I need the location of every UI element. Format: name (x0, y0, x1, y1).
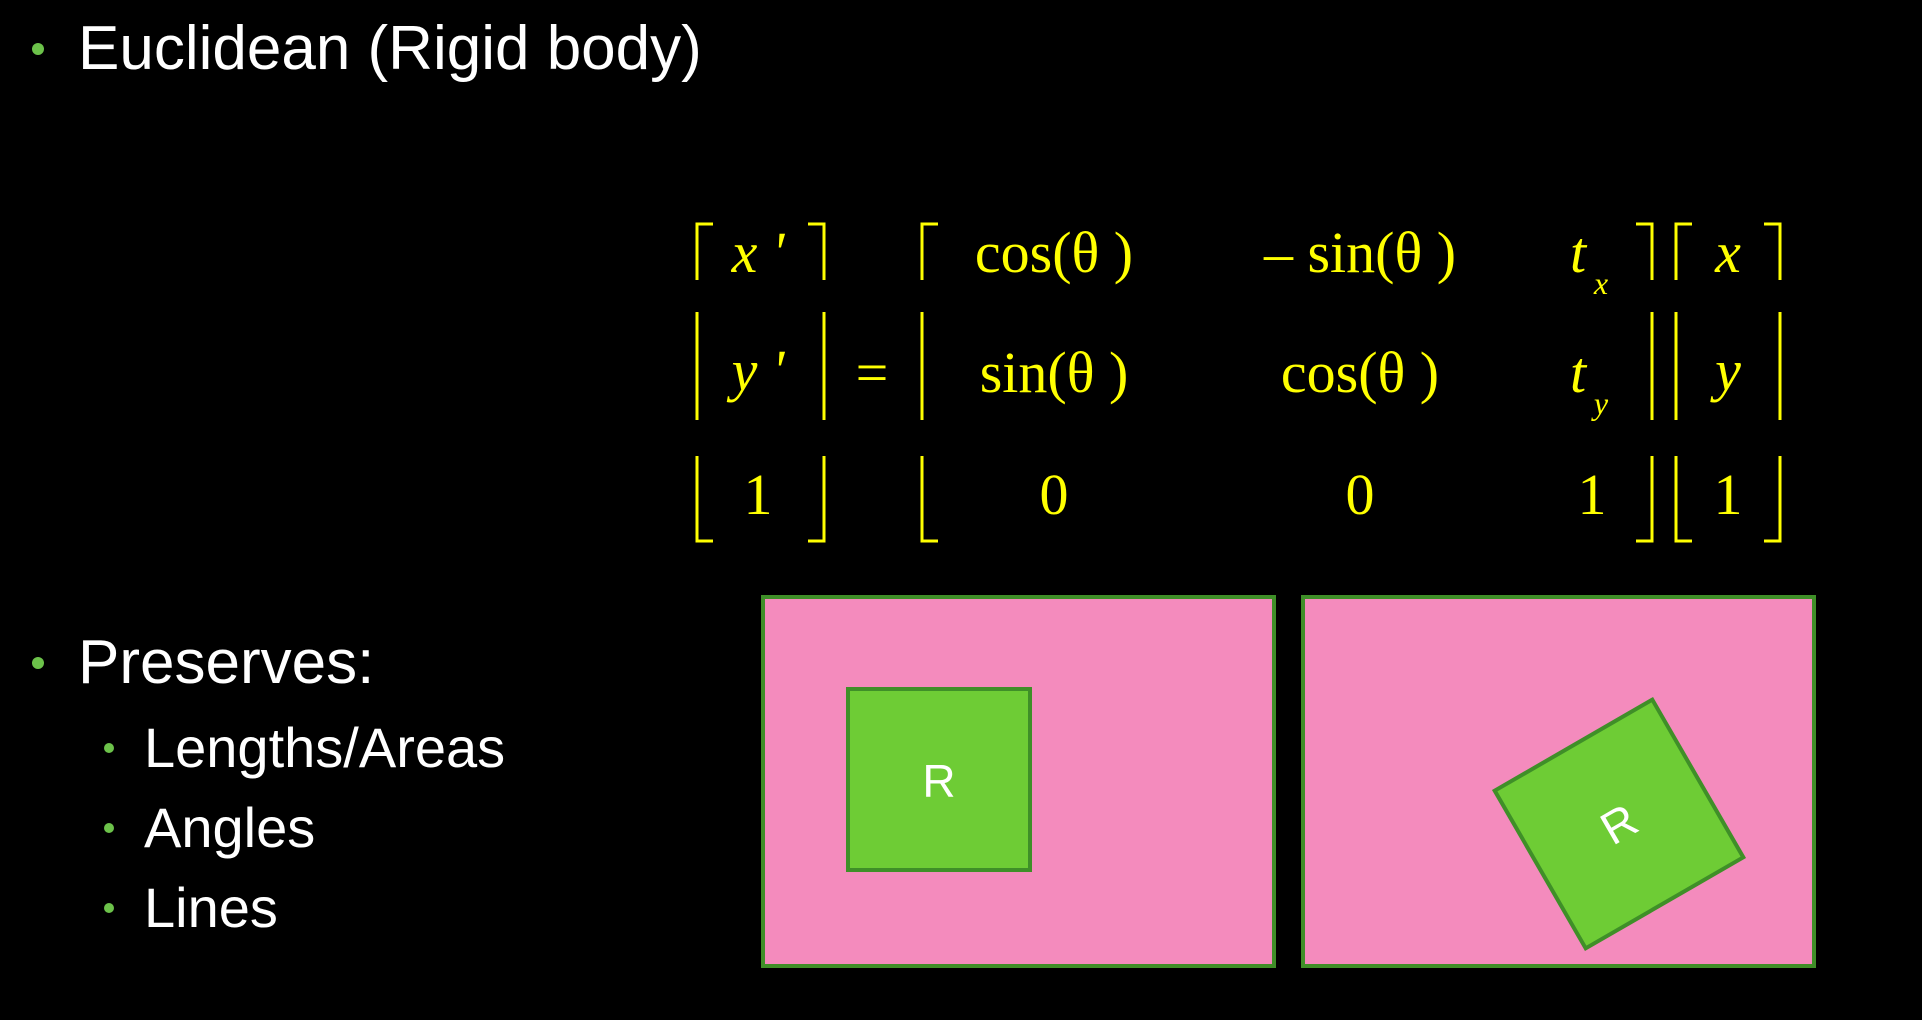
matrix-cell-1-2: t (1570, 340, 1588, 405)
bullet-preserves: Preserves: (32, 632, 374, 694)
matrix-cell-2-1: 0 (1346, 462, 1375, 527)
slide-title: Euclidean (Rigid body) (78, 14, 702, 83)
bullet-lengths-areas: Lengths/Areas (104, 720, 505, 776)
property-label: Angles (144, 796, 316, 859)
bullet-lines: Lines (104, 880, 278, 936)
bullet-dot-icon (104, 823, 114, 833)
rhs-one: 1 (1714, 462, 1743, 527)
original-square-label: R (922, 755, 955, 807)
matrix-cell-0-1: – sin(θ ) (1263, 220, 1456, 285)
equals-sign: = (856, 340, 889, 405)
lhs-x-prime: x ' (731, 220, 786, 285)
property-label: Lengths/Areas (144, 716, 506, 779)
rhs-y: y (1710, 338, 1741, 403)
matrix-subscript-y: y (1591, 385, 1609, 421)
original-square (846, 687, 1032, 872)
lhs-one: 1 (744, 462, 773, 527)
bullet-title: Euclidean (Rigid body) (32, 18, 702, 80)
matrix-cell-2-0: 0 (1040, 462, 1069, 527)
lhs-bracket (695, 222, 826, 543)
property-label: Lines (144, 876, 278, 939)
lhs-y-prime: y ' (727, 338, 786, 403)
matrix-subscript-x: x (1593, 265, 1608, 301)
matrix-bracket (920, 222, 1654, 543)
bullet-dot-icon (104, 743, 114, 753)
matrix-cell-2-2: 1 (1578, 462, 1607, 527)
matrix-cell-1-0: sin(θ ) (980, 340, 1129, 405)
preserves-heading: Preserves: (78, 628, 375, 697)
rotated-square-group: R (1491, 696, 1747, 952)
bullet-dot-icon (104, 903, 114, 913)
rotated-square (1491, 696, 1747, 952)
matrix-cell-0-2: t (1570, 220, 1588, 285)
bullet-dot-icon (32, 43, 44, 55)
rhs-bracket (1674, 222, 1782, 543)
matrix-cell-1-1: cos(θ ) (1281, 340, 1439, 405)
matrix-cell-0-0: cos(θ ) (975, 220, 1133, 285)
rhs-x: x (1714, 220, 1741, 285)
bullet-dot-icon (32, 657, 44, 669)
bullet-angles: Angles (104, 800, 315, 856)
